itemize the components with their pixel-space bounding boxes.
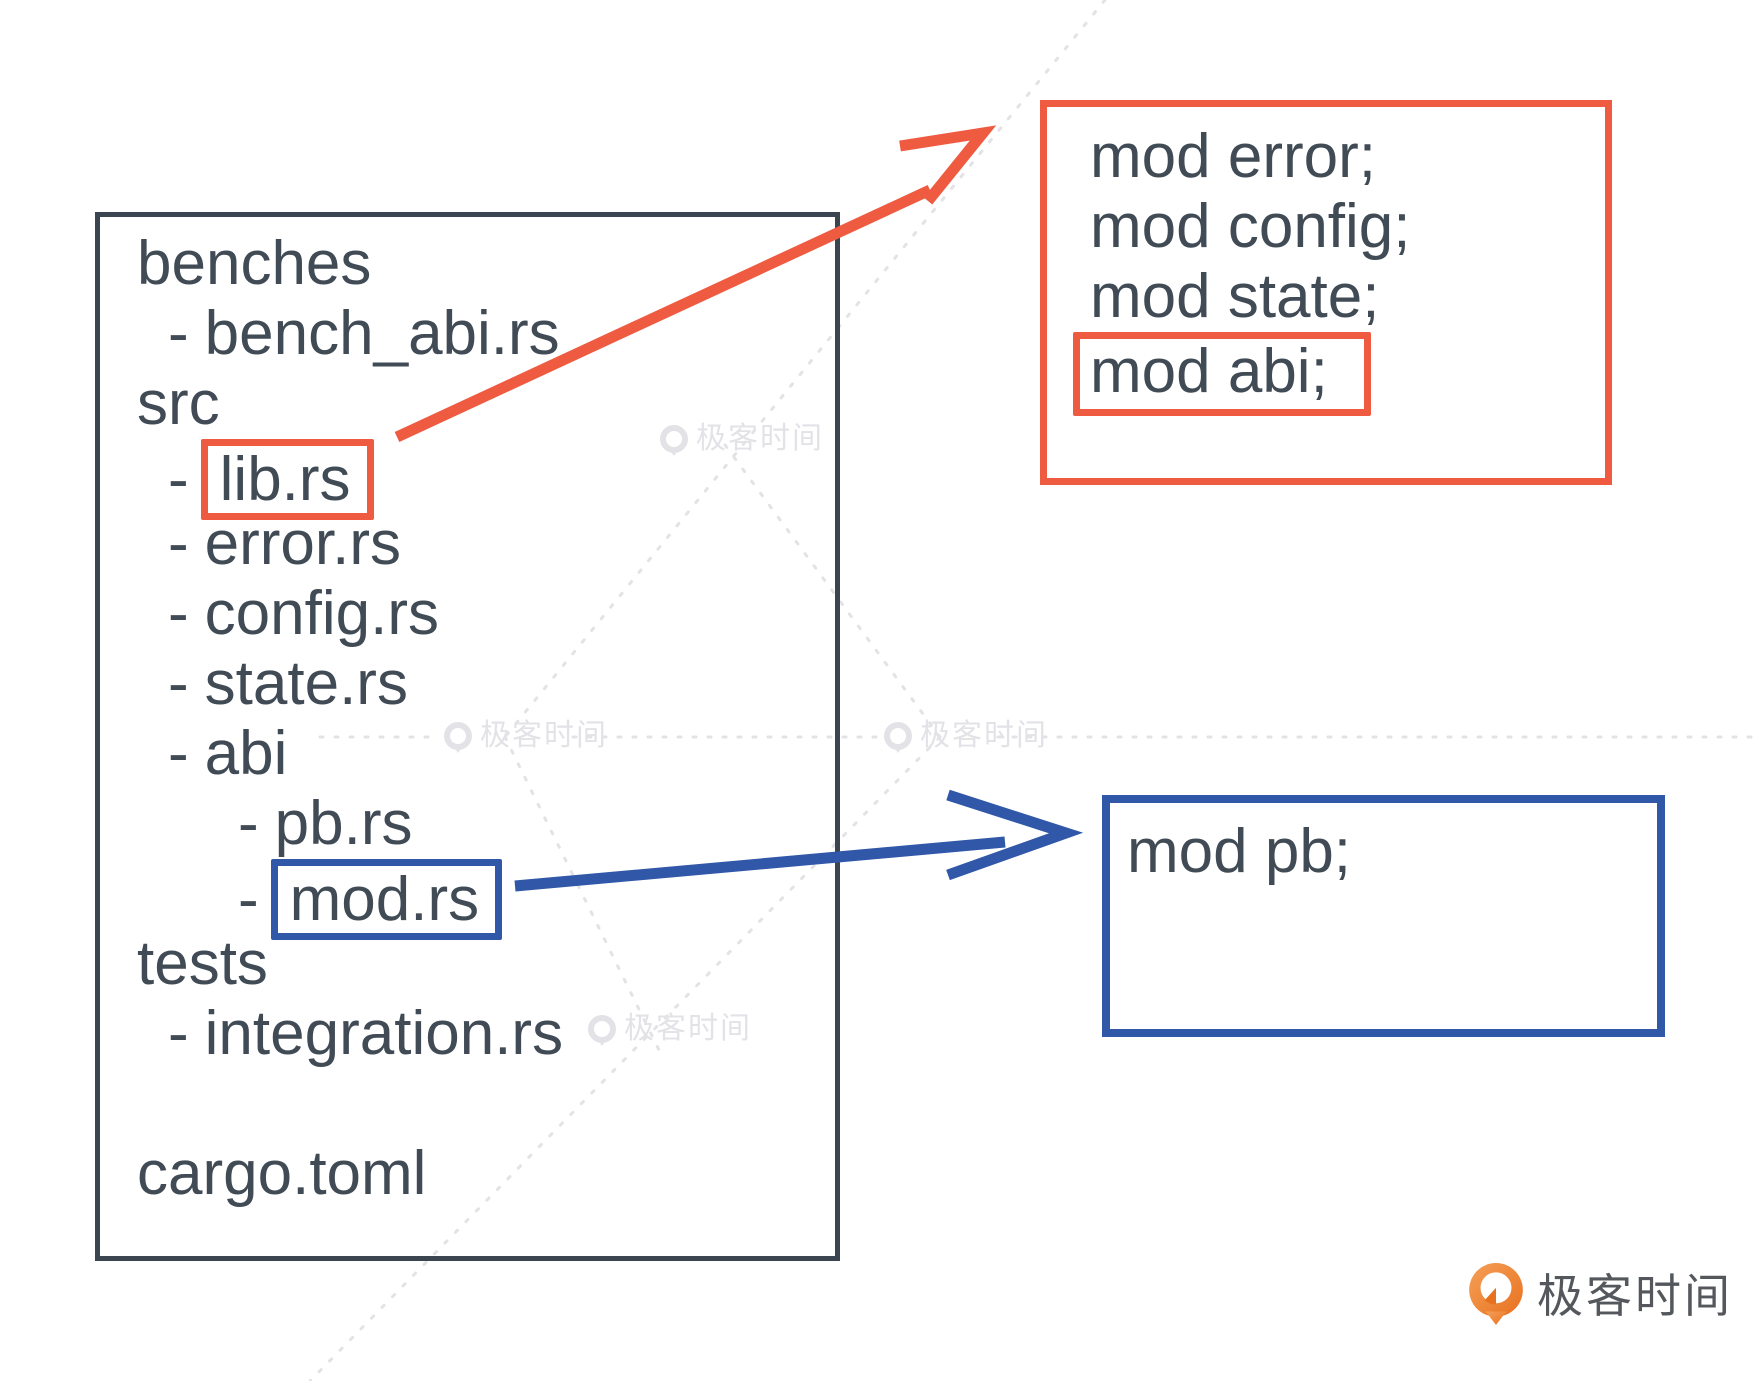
watermark-text: 极客时间 [920,719,1048,752]
tree-item-label: error.rs [204,509,402,578]
tree-item-dash: - [168,649,189,718]
geektime-logo: 极客时间 [1468,1262,1733,1326]
tree-item-dash: - [238,789,259,858]
mod-rs-content-box: mod pb; [1102,795,1665,1037]
tree-item-dash: - [168,999,189,1068]
code-line: mod state; [1090,262,1380,331]
watermark: 极客时间 [444,719,608,753]
tree-item [137,1069,835,1139]
code-line: mod pb; [1127,817,1352,886]
tree-item-dash: - [168,299,189,368]
watermark: 极客时间 [588,1012,752,1046]
code-line: mod error; [1090,122,1376,191]
tree-item: -pb.rs [238,789,835,859]
tree-item-label: tests [137,929,268,998]
tree-item-dash: - [168,509,189,578]
tree-item: -mod.rs [238,859,835,940]
tree-item-label: integration.rs [204,999,564,1068]
mod-abi-highlight-box: mod abi; [1073,332,1371,416]
tree-item: -config.rs [168,579,835,649]
tree-item: -error.rs [168,509,835,579]
tree-item: cargo.toml [137,1139,835,1209]
tree-item-label: state.rs [204,649,408,718]
geektime-logo-text: 极客时间 [1537,1270,1733,1322]
tree-item: tests [137,929,835,999]
geektime-watermark-icon [884,722,912,753]
tree-item-label: abi [204,719,288,788]
tree-item: -abi [168,719,835,789]
tree-item: benches [137,229,835,299]
watermark-text: 极客时间 [624,1012,752,1045]
tree-item-dash: - [168,719,189,788]
geektime-watermark-icon [588,1015,616,1046]
tree-item-label: pb.rs [274,789,413,858]
tree-item-dash: - [168,579,189,648]
watermark: 极客时间 [884,719,1048,753]
tree-item-label: config.rs [204,579,439,648]
tree-item-label: benches [137,229,372,298]
tree-item-label: cargo.toml [137,1139,427,1208]
code-line: mod config; [1090,192,1411,261]
tree-item-dash: - [168,445,189,514]
tree-item-dash: - [238,865,259,934]
tree-item: -integration.rs [168,999,835,1069]
lib-rs-highlight-box: lib.rs [200,439,374,520]
tree-item-label: bench_abi.rs [204,299,560,368]
tree-item: -lib.rs [168,439,835,520]
geektime-logo-icon [1469,1263,1523,1325]
lib-rs-content-box: mod error; mod config; mod state; mod ab… [1040,100,1612,485]
geektime-watermark-icon [444,722,472,753]
tree-item: src [137,369,835,439]
tree-item: -bench_abi.rs [168,299,835,369]
tree-item-label: src [137,369,220,438]
tree-item: -state.rs [168,649,835,719]
mod-rs-highlight-box: mod.rs [270,859,503,940]
watermark-text: 极客时间 [480,719,608,752]
code-line: mod abi; [1073,332,1605,416]
